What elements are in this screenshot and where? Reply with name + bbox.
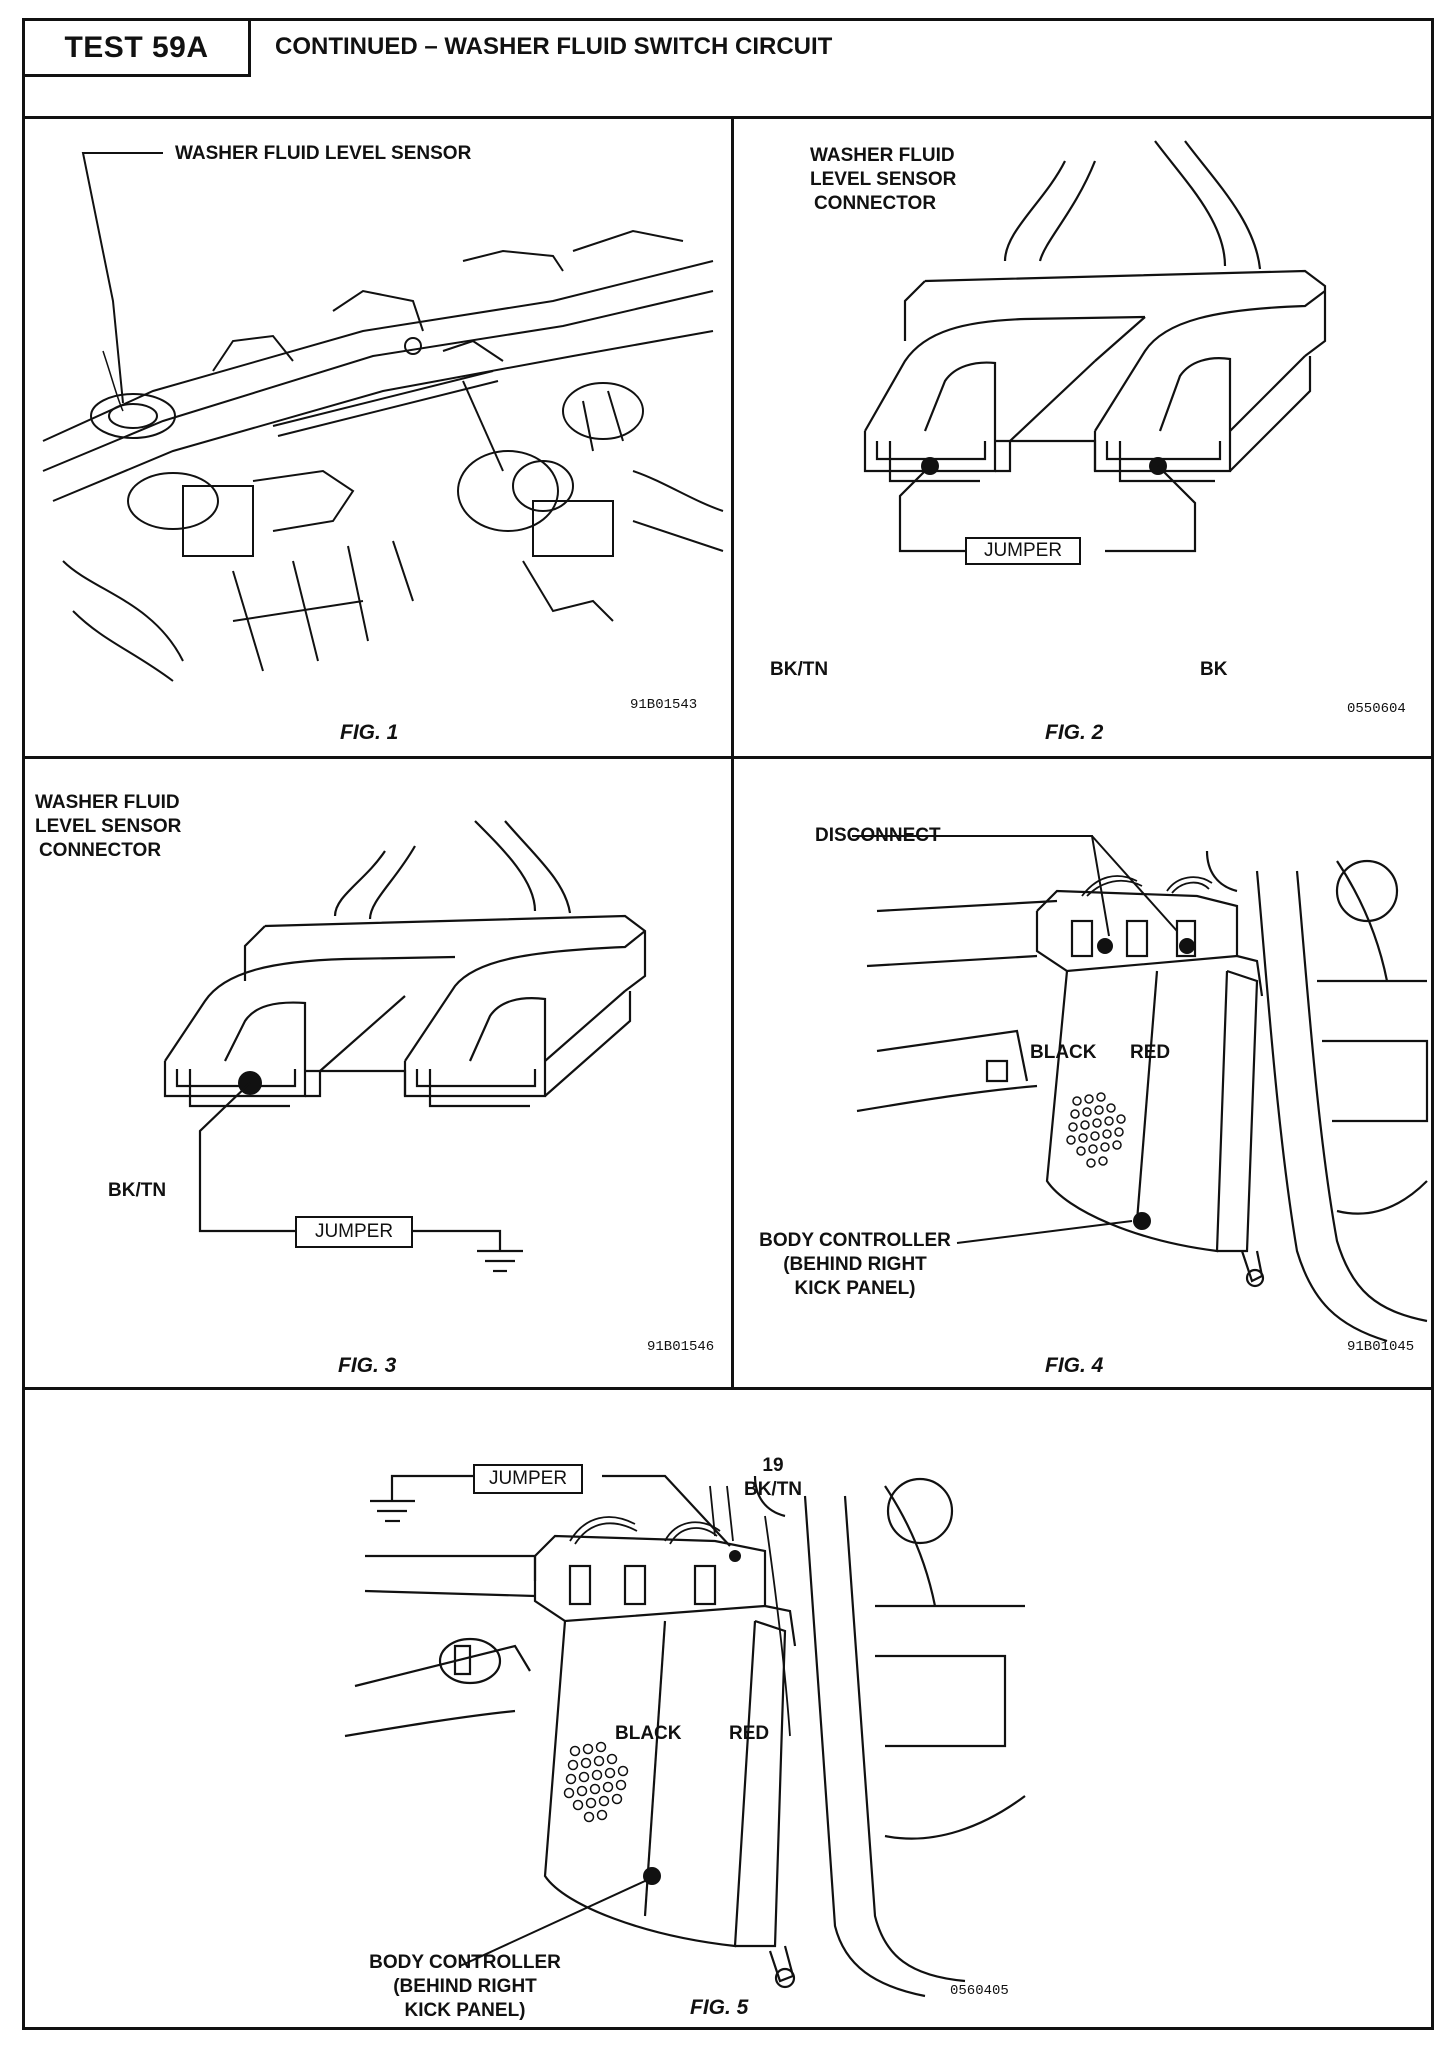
fig2-wire-bktn-label: BK/TN: [770, 659, 829, 680]
fig2-caption: FIG. 2: [1045, 721, 1104, 744]
fig3-jumper-box: JUMPER: [295, 1216, 413, 1248]
fig4-disconnect-label: DISCONNECT: [815, 825, 941, 846]
fig2-wire-bk-label: BK: [1200, 659, 1228, 680]
washer-fluid-level-sensor-label: WASHER FLUID LEVEL SENSOR: [175, 143, 472, 164]
fig3-jumper-label: JUMPER: [314, 1221, 394, 1242]
fig4-code: 91B01045: [1347, 1339, 1415, 1355]
fig5-red-label: RED: [729, 1723, 770, 1744]
fig3-code: 91B01546: [647, 1339, 715, 1355]
fig5-jumper-label: JUMPER: [488, 1468, 568, 1489]
test-number-box: TEST 59A: [25, 21, 251, 77]
horizontal-divider-2: [25, 1387, 1431, 1390]
fig4-controller-label-line2: (BEHIND RIGHT: [783, 1254, 927, 1275]
horizontal-divider-1: [25, 756, 1431, 759]
fig5-pin-label: 19: [762, 1455, 784, 1476]
engine-bay-illustration: [42, 152, 724, 682]
vertical-divider-top: [731, 119, 734, 1387]
fig4-body-controller-illustration: [852, 835, 1429, 1343]
fig5-code: 0560405: [950, 1983, 1009, 1999]
fig4-controller-label-line3: KICK PANEL): [794, 1278, 916, 1299]
fig5-jumper-box: JUMPER: [473, 1464, 583, 1494]
fig3-connector-label-line2: LEVEL SENSOR: [35, 816, 182, 837]
fig2-connector-label-line2: LEVEL SENSOR: [810, 169, 957, 190]
fig5-wire-bktn-label: BK/TN: [743, 1479, 803, 1500]
fig2-connector-illustration: [863, 140, 1327, 553]
fig2-code: 0550604: [1347, 701, 1406, 717]
page-header: TEST 59A CONTINUED – WASHER FLUID SWITCH…: [25, 21, 1431, 119]
fig2-connector-label-line1: WASHER FLUID: [810, 145, 955, 166]
service-manual-page: TEST 59A CONTINUED – WASHER FLUID SWITCH…: [22, 18, 1434, 2030]
fig4-caption: FIG. 4: [1045, 1354, 1104, 1377]
fig5-vent-dots: [563, 1741, 629, 1823]
fig1-caption: FIG. 1: [340, 721, 399, 744]
fig5-black-label: BLACK: [615, 1723, 682, 1744]
fig5-caption: FIG. 5: [690, 1996, 749, 2019]
fig2-jumper-box: JUMPER: [965, 537, 1081, 565]
fig3-connector-label-line3: CONNECTOR: [38, 840, 162, 861]
fig3-connector-illustration: [163, 820, 647, 1273]
fig4-black-label: BLACK: [1030, 1042, 1097, 1063]
fig5-controller-label-line3: KICK PANEL): [404, 2000, 526, 2021]
fig4-controller-label-line1: BODY CONTROLLER: [759, 1230, 951, 1251]
fig3-connector-label-line1: WASHER FLUID: [35, 792, 180, 813]
fig4-red-label: RED: [1130, 1042, 1171, 1063]
sensor-leader-line: [81, 152, 163, 404]
fig3-caption: FIG. 3: [338, 1354, 397, 1377]
fig4-vent-dots: [1066, 1092, 1126, 1168]
fig2-connector-label-line3: CONNECTOR: [813, 193, 937, 214]
page-title: CONTINUED – WASHER FLUID SWITCH CIRCUIT: [275, 33, 833, 60]
fig3-wire-bktn-label: BK/TN: [108, 1180, 167, 1201]
fig5-controller-label-line2: (BEHIND RIGHT: [393, 1976, 537, 1997]
fig2-jumper-label: JUMPER: [983, 540, 1063, 561]
fig1-code: 91B01543: [630, 697, 698, 713]
fig5-body-controller-illustration: [344, 1474, 1026, 1998]
test-number: TEST 59A: [64, 30, 209, 64]
fig5-controller-label-line1: BODY CONTROLLER: [369, 1952, 561, 1973]
